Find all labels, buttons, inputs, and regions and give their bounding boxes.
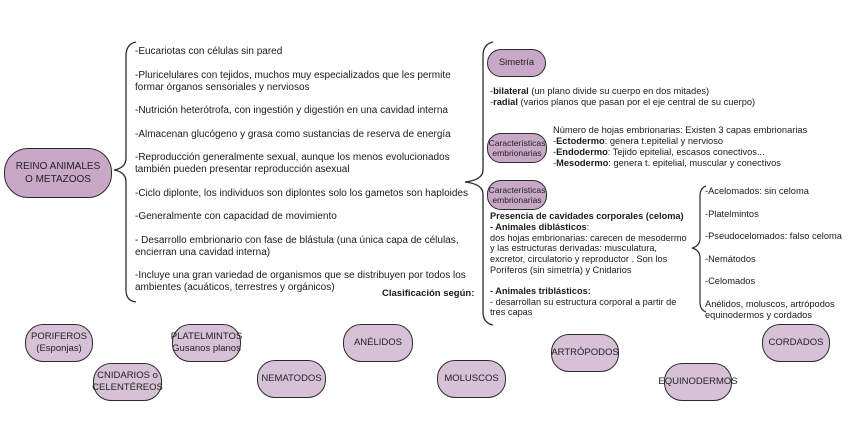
diblasticos-title: - Animales diblásticos [490, 221, 587, 232]
group-label: ANÉLIDOS [353, 337, 403, 348]
group-label: PLATELMINTOS [170, 331, 243, 342]
triblasticos-text: - desarrollan su estructura corporal a p… [490, 296, 677, 318]
group-artropodos[interactable]: ARTRÓPODOS [551, 334, 619, 372]
characteristics-list: -Eucariotas con células sin pared -Pluri… [135, 46, 475, 306]
group-label: ARTRÓPODOS [551, 347, 619, 358]
triblasticos-title: - Animales triblásticos: [490, 285, 591, 296]
group-equinodermos[interactable]: EQUINODERMOS [658, 363, 738, 401]
simetria-label: Simetría [498, 57, 535, 68]
term: radial [493, 97, 518, 107]
root-node[interactable]: REINO ANIMALES O METAZOOS [4, 148, 112, 198]
desc: : Tejido epitelial, escasos conectivos..… [607, 147, 765, 157]
group-moluscos[interactable]: MOLUSCOS [437, 360, 506, 398]
characteristic-item: -Eucariotas con células sin pared [135, 46, 283, 57]
group-label: EQUINODERMOS [658, 376, 738, 387]
celoma-type: -Pseudocelomados: falso celoma [705, 231, 842, 241]
diblasticos-text: dos hojas embrionarias: carecen de mesod… [490, 232, 687, 275]
group-label: CORDADOS [768, 337, 824, 348]
group-platelmintos[interactable]: PLATELMINTOS Gusanos planos [170, 324, 243, 362]
group-sublabel: CELENTÉREOS [92, 382, 163, 393]
group-label: PORIFEROS [31, 331, 87, 342]
group-anelidos[interactable]: ANÉLIDOS [343, 324, 413, 362]
celoma-type: Anélidos, moluscos, artrópodos equinoder… [705, 298, 835, 320]
term: Mesodermo [556, 158, 609, 168]
embrionarias-node-2[interactable]: Características embrionarias [487, 180, 547, 210]
term: bilateral [493, 86, 529, 96]
simetria-node[interactable]: Simetría [487, 49, 546, 77]
group-sublabel: Gusanos planos [172, 343, 241, 354]
desc: : genera t. epitelial, muscular y conect… [608, 158, 781, 168]
embrionarias-label: Características embrionarias [488, 184, 546, 206]
celoma-type: -Acelomados: sin celoma [705, 186, 809, 196]
embrionarias-text-1: Número de hojas embrionarias: Existen 3 … [553, 125, 808, 168]
root-label: REINO ANIMALES O METAZOOS [15, 161, 101, 185]
embrionarias-text-2: Presencia de cavidades corporales (celom… [490, 211, 690, 318]
intro: Número de hojas embrionarias: Existen 3 … [553, 125, 808, 135]
colon: : [586, 221, 590, 232]
group-cordados[interactable]: CORDADOS [762, 324, 830, 362]
embrionarias-label: Características embrionarias [488, 137, 546, 159]
characteristic-item: -Pluricelulares con tejidos, muchos muy … [135, 69, 451, 93]
embrionarias-node-1[interactable]: Características embrionarias [487, 133, 547, 163]
characteristic-item: -Ciclo diplonte, los individuos son dipl… [135, 187, 468, 199]
classification-label: Clasificación según: [382, 288, 475, 299]
desc: : genera t.epitelial y nervioso [604, 136, 724, 146]
term: Ectodermo [556, 136, 605, 146]
characteristic-item: -Generalmente con capacidad de movimient… [135, 211, 337, 222]
group-label: CNIDARIOS o [97, 370, 158, 381]
characteristic-item: -Incluye una gran variedad de organismos… [135, 270, 466, 293]
group-poriferos[interactable]: PORIFEROS (Esponjas) [25, 324, 93, 362]
characteristic-item: - Desarrollo embrionario con fase de blá… [135, 234, 459, 258]
desc: (varios planos que pasan por el eje cent… [517, 97, 756, 107]
celoma-type: -Nemátodos [705, 253, 756, 264]
group-label: MOLUSCOS [444, 373, 499, 384]
characteristic-item: -Almacenan glucógeno y grasa como sustan… [135, 128, 451, 140]
simetria-text: -bilateral (un plano divide su cuerpo en… [490, 86, 756, 107]
celoma-type: -Celomados [705, 276, 756, 286]
celoma-heading: Presencia de cavidades corporales (celom… [490, 211, 684, 221]
group-cnidarios[interactable]: CNIDARIOS o CELENTÉREOS [92, 363, 163, 401]
group-label: NEMATODOS [261, 373, 322, 384]
term: Endodermo [556, 147, 608, 157]
group-sublabel: (Esponjas) [36, 343, 82, 354]
characteristic-item: -Nutrición heterótrofa, con ingestión y … [135, 105, 448, 116]
group-nematodos[interactable]: NEMATODOS [257, 360, 326, 398]
desc: (un plano divide su cuerpo en dos mitade… [528, 86, 710, 96]
celoma-type: -Platelmintos [705, 208, 759, 219]
characteristic-item: -Reproducción generalmente sexual, aunqu… [135, 152, 450, 175]
celoma-types-list: -Acelomados: sin celoma -Platelmintos -P… [705, 186, 845, 321]
